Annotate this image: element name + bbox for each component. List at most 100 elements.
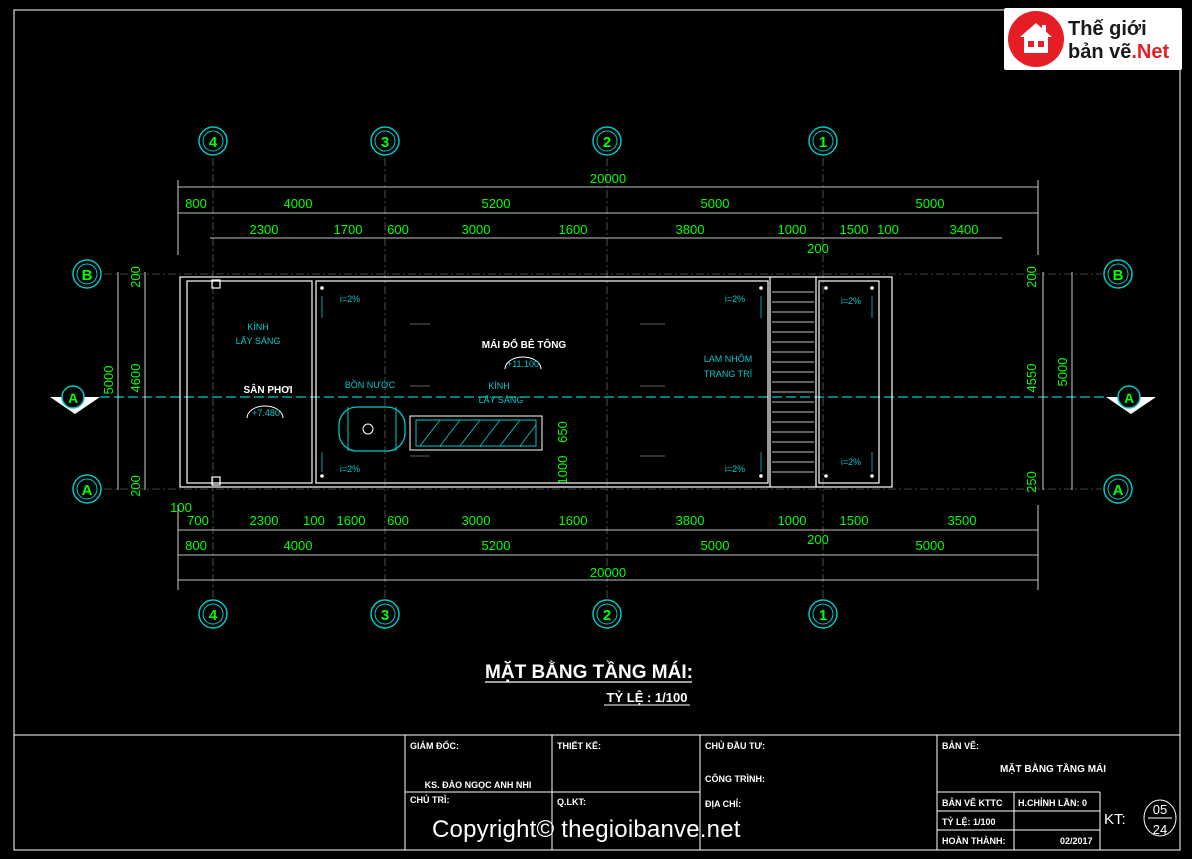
logo-text-line2: bản vẽ.Net [1068,41,1169,64]
dim-text: 5000 [1055,358,1070,387]
tb-cong-trinh: CÔNG TRÌNH: [705,773,765,784]
dim-text: 4600 [128,364,143,393]
dim-text: 1000 [555,456,570,485]
tb-hoan-thanh: HOÀN THÀNH: [942,836,1006,846]
dim-text: 3800 [676,222,705,237]
title-scale: TỶ LỆ : 1/100 [607,690,688,705]
dim-text: 200 [807,241,829,256]
grid-bubble-B-right: B [1103,259,1133,289]
tb-date: 02/2017 [1060,836,1093,846]
kt-number: KT: 05 24 [1104,802,1167,837]
level-markers [246,356,542,419]
grid-bubble-2-bottom: 2 [592,599,622,629]
drawing-title: MẶT BẰNG TẦNG MÁI: TỶ LỆ : 1/100 [485,661,693,706]
drain-points [320,286,874,478]
dim-text: 1600 [337,513,366,528]
tb-qlkt: Q.LKT: [557,797,586,807]
section-marker-right: A [1124,390,1134,406]
dim-text: 1600 [559,513,588,528]
annot-san-phoi: SÂN PHƠI [243,383,292,396]
dim-text: 1000 [778,222,807,237]
dim-text: 4550 [1024,364,1039,393]
logo-text-net: .Net [1131,41,1170,63]
grid-bubble-3-top: 3 [370,126,400,156]
section-marker-left: A [68,390,78,406]
dimension-lines-bottom [177,505,1039,590]
grid-label: 4 [209,134,218,151]
dim-text: 800 [185,196,207,211]
grid-axis-lines [104,158,1102,598]
annot-kinh-left: KÍNH [247,322,269,332]
grid-label: 4 [209,607,218,624]
grid-label: 3 [381,134,389,151]
level-san-phoi: +7.480 [252,408,280,418]
grid-label: A [1113,482,1124,499]
annot-lam-nhom-2: TRANG TRÍ [704,369,753,379]
dim-text: 1500 [840,513,869,528]
dim-text: 2300 [250,222,279,237]
dim-text: 5000 [916,196,945,211]
grid-bubble-1-top: 1 [808,126,838,156]
tb-chu-dau-tu: CHỦ ĐẦU TƯ: [705,740,765,751]
flow-arrows [410,323,665,457]
grid-bubble-B-left: B [72,259,102,289]
house-icon [1008,11,1064,67]
dim-text: 3500 [948,513,977,528]
grid-label: 1 [819,607,827,624]
slope-label: i=2% [340,294,360,304]
dim-text: 2300 [250,513,279,528]
slope-label: i=2% [340,464,360,474]
dim-text: 200 [1024,266,1039,288]
dims-bottom: 100 700 2300 100 1600 600 3000 1600 3800… [170,500,976,580]
dims-right: 200 4550 250 5000 [1024,266,1070,493]
dims-top: 20000 800 4000 5200 5000 5000 2300 1700 … [185,171,978,256]
dim-text: 100 [170,500,192,515]
site-logo[interactable]: Thế giới bản vẽ.Net [1004,8,1182,70]
dim-text: 5200 [482,538,511,553]
grid-bubble-A-left: A [72,474,102,504]
annot-bon-nuoc: BỒN NƯỚC [345,379,396,390]
dim-text: 600 [387,513,409,528]
grid-bubbles-top: 4 3 2 1 [198,126,838,156]
dim-text: 100 [303,513,325,528]
lam-nhom-hatch [772,291,814,473]
title-main: MẶT BẰNG TẦNG MÁI: [485,661,693,683]
tb-giam-doc-name: KS. ĐÀO NGỌC ANH NHI [425,780,532,790]
dim-text: 200 [128,475,143,497]
dim-text: 1700 [334,222,363,237]
slope-arrows [321,296,873,472]
level-mai: +11.100 [507,359,539,369]
dim-text: 700 [187,513,209,528]
grid-bubble-2-top: 2 [592,126,622,156]
annot-lam-nhom: LAM NHÔM [704,354,753,364]
dim-text: 650 [555,421,570,443]
copyright-watermark: Copyright© thegioibanve.net [432,816,741,843]
slope-label: i=2% [725,464,745,474]
dim-text: 5000 [101,366,116,395]
dim-text: 5000 [701,538,730,553]
dim-total-top: 20000 [590,171,626,186]
dimension-lines-top [177,180,1039,255]
dims-inner: 650 1000 [555,421,570,484]
dim-text: 5000 [916,538,945,553]
tb-kt-label: KT: [1104,811,1126,828]
dim-text: 250 [1024,471,1039,493]
annotations-bold: SÂN PHƠI MÁI ĐỔ BÊ TÔNG [243,338,566,396]
dim-text: 800 [185,538,207,553]
dim-text: 1500 [840,222,869,237]
grid-bubble-A-right: A [1103,474,1133,504]
tb-thiet-ke: THIẾT KẾ: [557,741,601,751]
slope-label: i=2% [841,296,861,306]
tb-ty-le: TỶ LỆ: 1/100 [942,816,996,827]
dim-text: 3000 [462,513,491,528]
grid-label: 1 [819,134,827,151]
tb-ban-ve-kttc: BẢN VẼ KTTC [942,797,1003,808]
grid-label: 2 [603,134,611,151]
dim-total-bottom: 20000 [590,565,626,580]
annot-mai-do: MÁI ĐỔ BÊ TÔNG [482,338,567,351]
dim-text: 3800 [676,513,705,528]
dim-text: 100 [877,222,899,237]
dim-text: 3000 [462,222,491,237]
grid-label: B [1113,267,1124,284]
